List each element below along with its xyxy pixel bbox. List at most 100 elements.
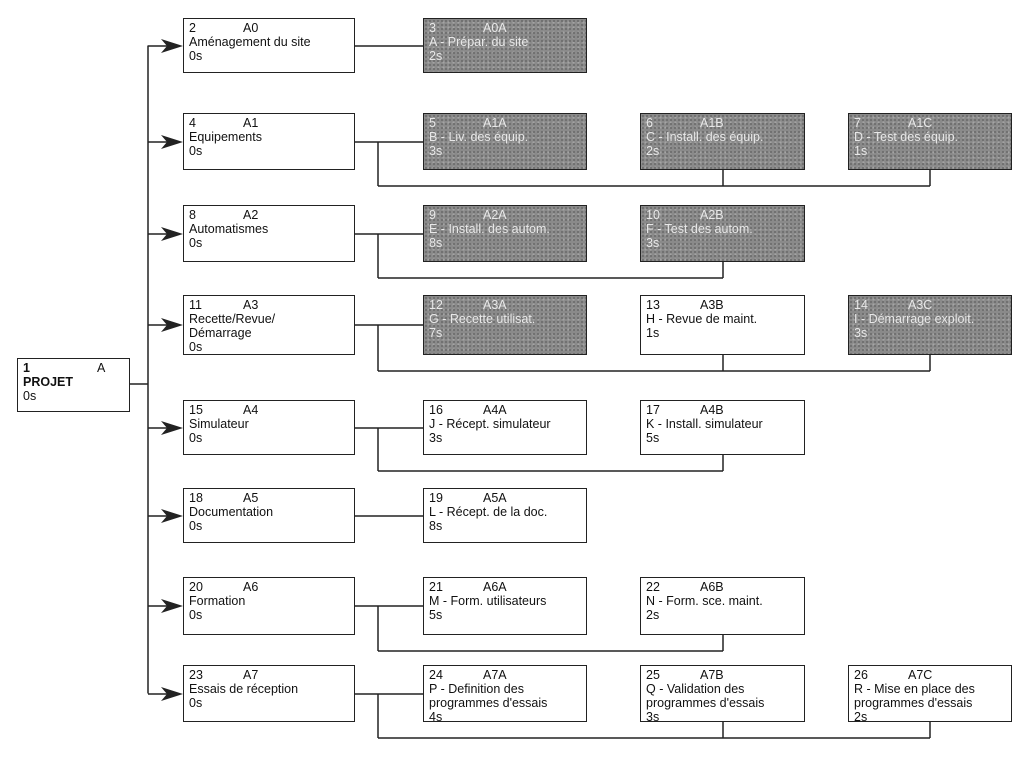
task-code: A1 xyxy=(243,116,259,130)
task-number: 11 xyxy=(189,298,202,312)
task-duration: 0s xyxy=(189,340,203,354)
task-duration: 2s xyxy=(854,710,868,724)
task-label: L - Récept. de la doc. xyxy=(429,505,548,519)
task-code: A4A xyxy=(483,403,507,417)
task-code: A6 xyxy=(243,580,259,594)
task-code: A6B xyxy=(700,580,724,594)
task-code: A0A xyxy=(483,21,507,35)
task-code: A3C xyxy=(908,298,933,312)
task-number: 9 xyxy=(429,208,436,222)
task-label: D - Test des équip. xyxy=(854,130,958,144)
task-duration: 3s xyxy=(429,144,443,158)
task-label: I - Démarrage exploit. xyxy=(854,312,975,326)
task-number: 12 xyxy=(429,298,443,312)
task-number: 5 xyxy=(429,116,436,130)
task-number: 16 xyxy=(429,403,443,417)
task-duration: 0s xyxy=(189,696,203,710)
task-number: 4 xyxy=(189,116,196,130)
task-label: Aménagement du site xyxy=(189,35,311,49)
task-duration: 0s xyxy=(189,431,203,445)
task-duration: 0s xyxy=(189,144,203,158)
task-code: A1B xyxy=(700,116,724,130)
task-code: A7C xyxy=(908,668,933,682)
task-number: 7 xyxy=(854,116,861,130)
task-duration: 3s xyxy=(429,431,443,445)
task-duration: 3s xyxy=(854,326,868,340)
task-label: Recette/Revue/ Démarrage xyxy=(189,312,276,340)
task-duration: 8s xyxy=(429,519,443,533)
task-duration: 7s xyxy=(429,326,443,340)
task-code: A3A xyxy=(483,298,507,312)
task-label: B - Liv. des équip. xyxy=(429,130,529,144)
task-number: 19 xyxy=(429,491,443,505)
task-number: 10 xyxy=(646,208,660,222)
task-duration: 2s xyxy=(646,144,660,158)
task-number: 17 xyxy=(646,403,660,417)
task-duration: 1s xyxy=(646,326,660,340)
task-number: 26 xyxy=(854,668,868,682)
task-duration: 0s xyxy=(189,236,203,250)
task-label: N - Form. sce. maint. xyxy=(646,594,763,608)
task-label: E - Install. des autom. xyxy=(429,222,550,236)
task-code: A2A xyxy=(483,208,507,222)
task-code: A7A xyxy=(483,668,507,682)
task-number: 18 xyxy=(189,491,203,505)
task-label: G - Recette utilisat. xyxy=(429,312,536,326)
arrow-icon xyxy=(161,421,183,435)
task-number: 14 xyxy=(854,298,868,312)
task-code: A7B xyxy=(700,668,724,682)
task-label: Essais de réception xyxy=(189,682,299,696)
task-label: Automatismes xyxy=(189,222,269,236)
arrow-icon xyxy=(161,318,183,332)
task-label: C - Install. des équip. xyxy=(646,130,764,144)
task-number: 25 xyxy=(646,668,660,682)
task-code: A4B xyxy=(700,403,724,417)
task-duration: 5s xyxy=(429,608,443,622)
task-label: Simulateur xyxy=(189,417,249,431)
task-code: A5A xyxy=(483,491,507,505)
task-label: Documentation xyxy=(189,505,274,519)
task-duration: 0s xyxy=(189,608,203,622)
task-duration: 0s xyxy=(23,389,37,403)
task-duration: 3s xyxy=(646,710,660,724)
task-duration: 8s xyxy=(429,236,443,250)
task-code: A1A xyxy=(483,116,507,130)
task-code: A xyxy=(97,361,106,375)
task-code: A6A xyxy=(483,580,507,594)
task-label: K - Install. simulateur xyxy=(646,417,763,431)
arrow-icon xyxy=(161,599,183,613)
task-duration: 2s xyxy=(646,608,660,622)
task-number: 1 xyxy=(23,361,30,375)
task-code: A1C xyxy=(908,116,933,130)
task-code: A2 xyxy=(243,208,259,222)
task-code: A5 xyxy=(243,491,259,505)
task-duration: 2s xyxy=(429,49,443,63)
task-code: A4 xyxy=(243,403,259,417)
arrow-icon xyxy=(161,687,183,701)
task-duration: 5s xyxy=(646,431,660,445)
task-label: J - Récept. simulateur xyxy=(429,417,551,431)
task-number: 3 xyxy=(429,21,436,35)
arrow-icon xyxy=(161,135,183,149)
task-duration: 3s xyxy=(646,236,660,250)
